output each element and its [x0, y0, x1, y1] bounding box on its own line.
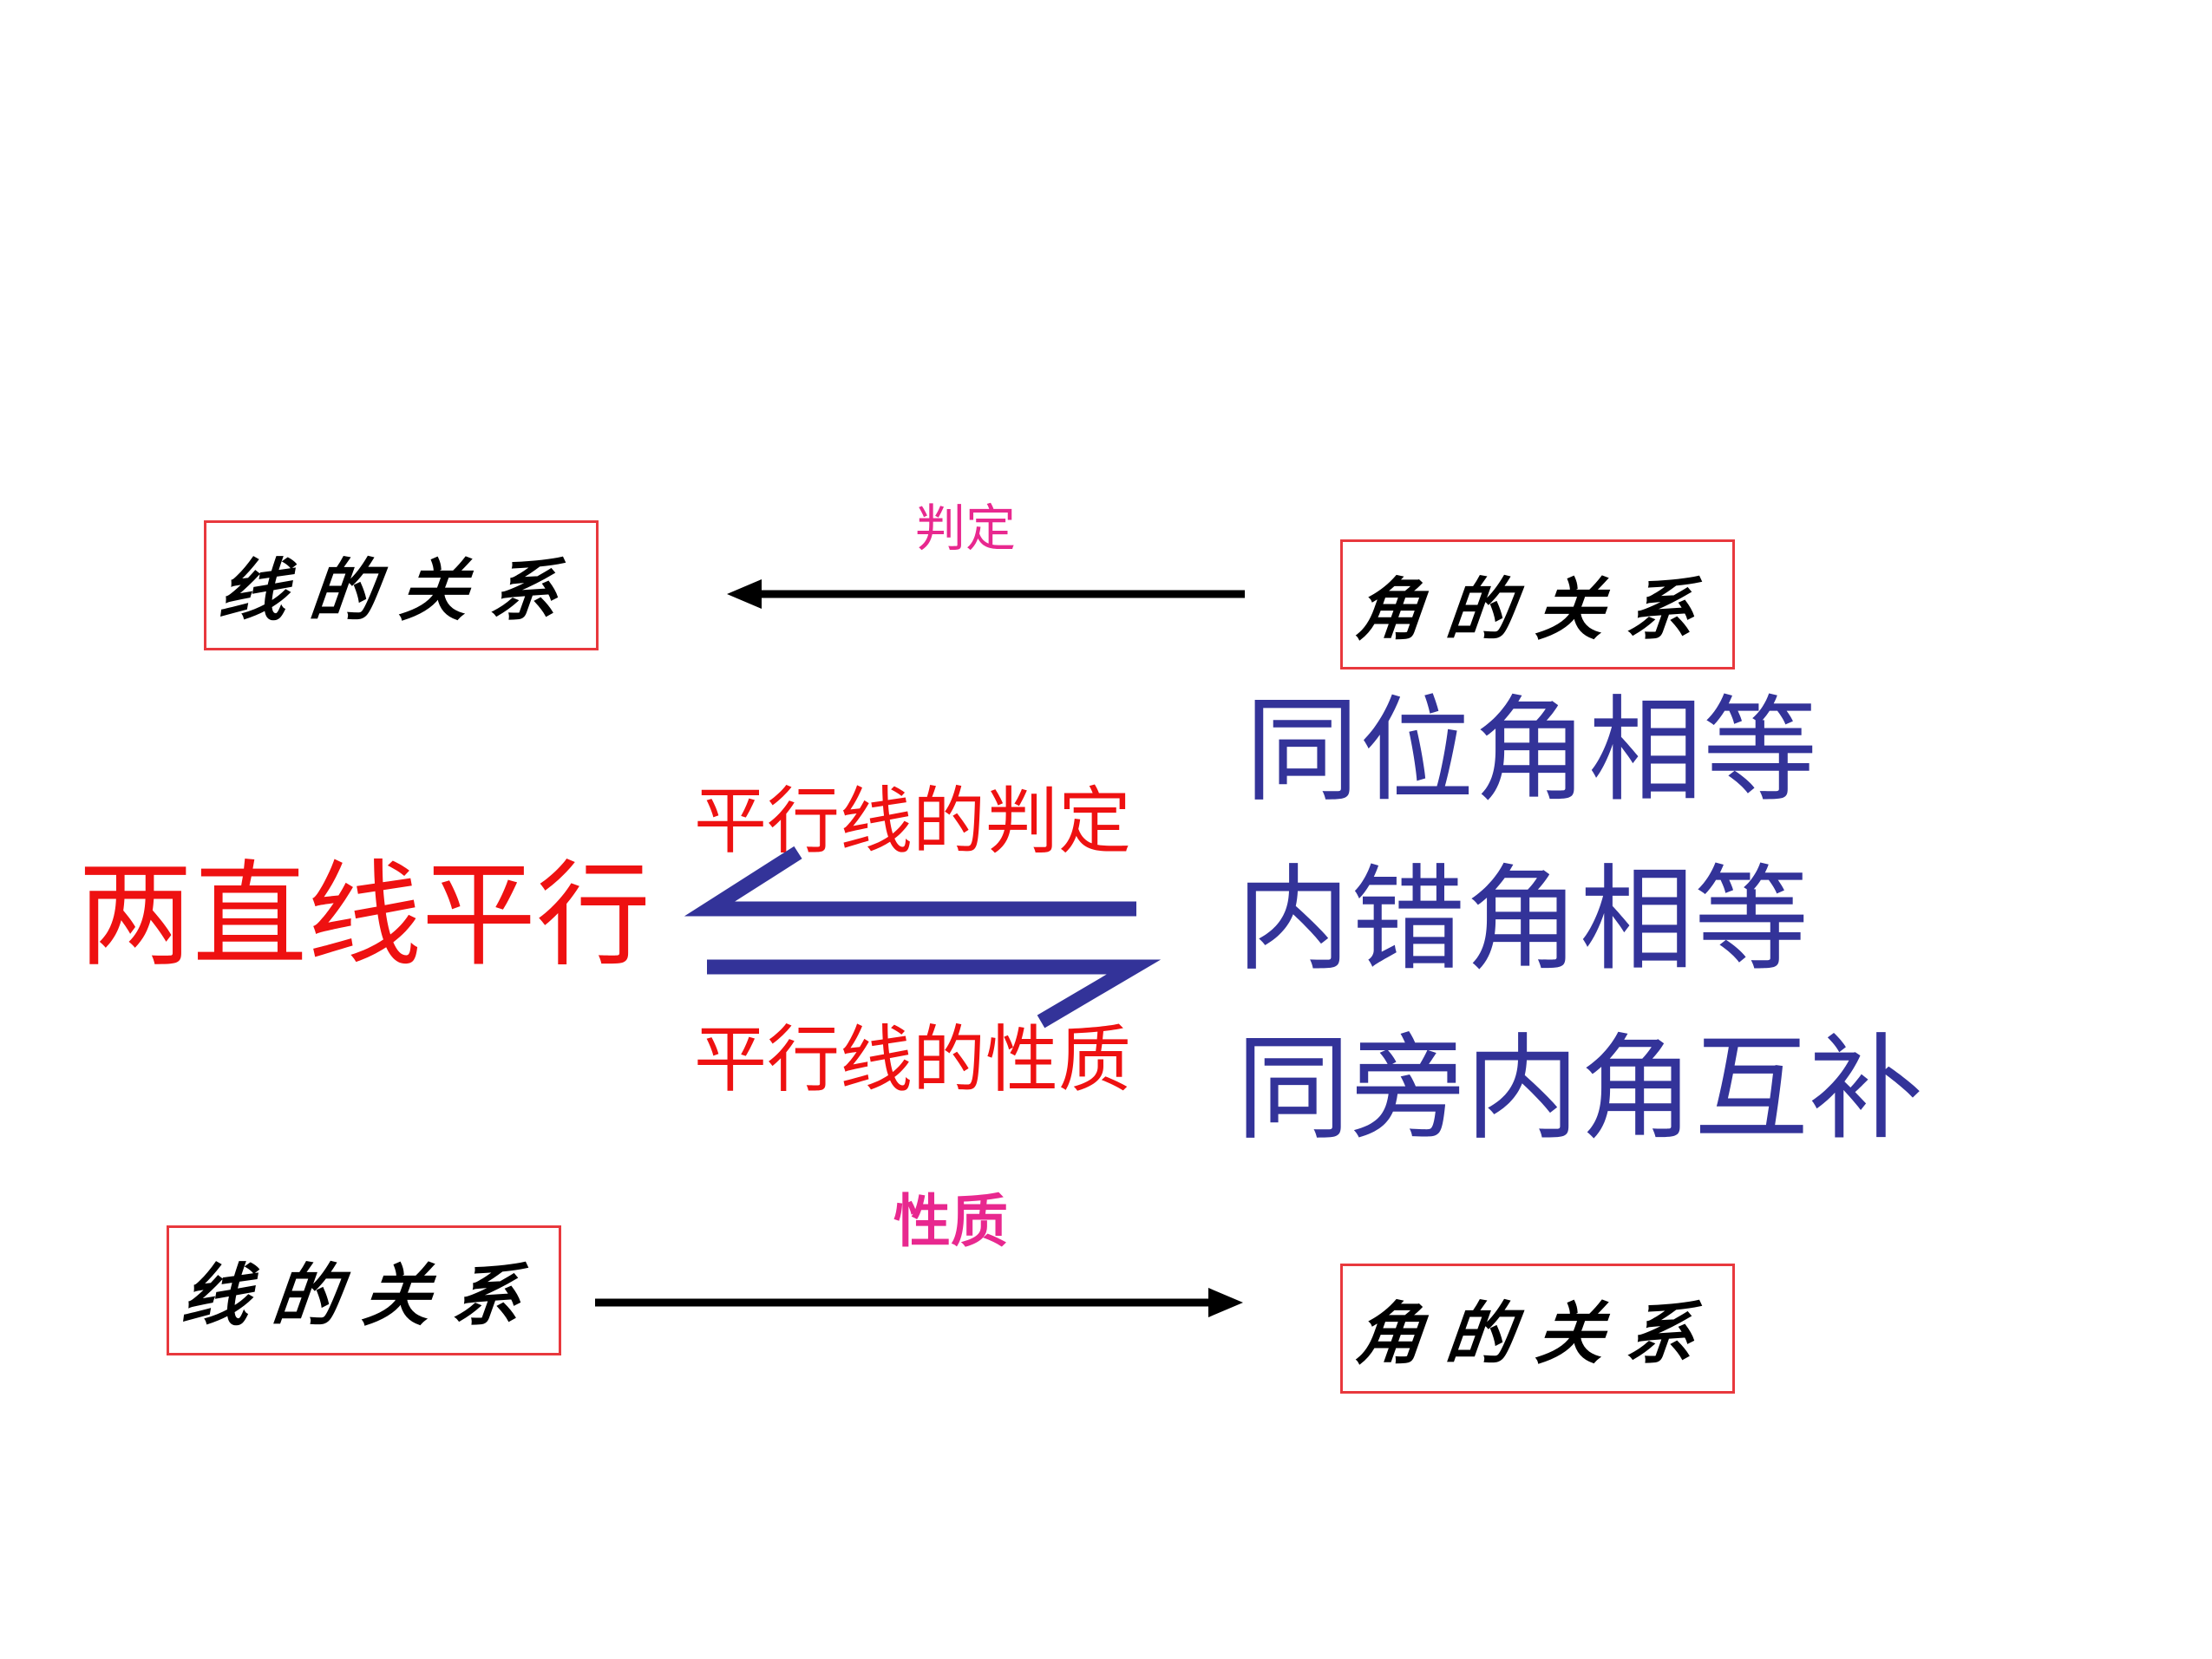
bottom-left-box: 线的关系 [167, 1225, 561, 1355]
condition-co-interior-angles: 同旁内角互补 [1236, 1022, 1923, 1156]
lower-relation-label: 平行线的性质 [694, 1017, 1132, 1102]
top-left-box: 线的关系 [204, 520, 599, 650]
condition-alternate-interior-angles: 内错角相等 [1236, 853, 1809, 987]
top-left-arrow [727, 579, 1245, 609]
main-statement: 两直线平行 [78, 849, 651, 983]
double-harpoon-arrow [684, 846, 1162, 1029]
bottom-arrow-label: 性质 [893, 1187, 1008, 1255]
top-right-box: 角的关系 [1340, 539, 1735, 669]
bottom-right-box: 角的关系 [1340, 1264, 1735, 1394]
upper-relation-label: 平行线的判定 [694, 779, 1132, 864]
bottom-right-arrow [595, 1288, 1243, 1317]
top-arrow-label: 判定 [915, 499, 1017, 558]
condition-corresponding-angles: 同位角相等 [1245, 684, 1817, 818]
